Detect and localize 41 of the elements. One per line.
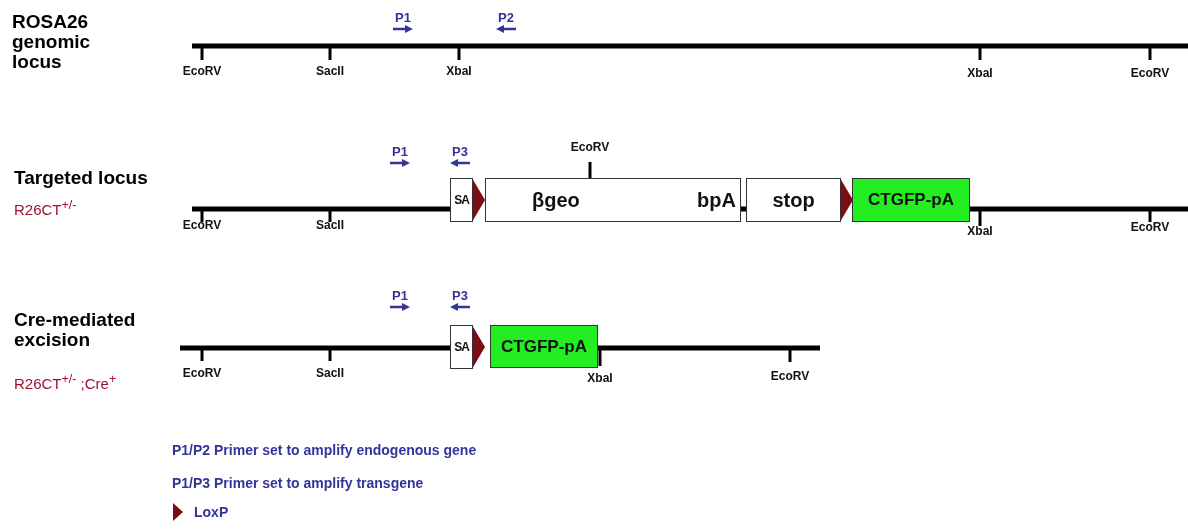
restriction-site-label: SacII (316, 218, 344, 232)
restriction-site-label: SacII (316, 366, 344, 380)
element-name: SA (454, 340, 469, 354)
element-name: CTGFP-pA (501, 336, 587, 357)
restriction-site-label: XbaI (967, 224, 993, 238)
primer-label: P1 (392, 288, 408, 303)
legend-text: LoxP (194, 504, 229, 520)
restriction-site-label: EcoRV (1130, 66, 1170, 80)
cassette-box (450, 325, 473, 369)
gene-box (852, 178, 970, 222)
restriction-site-label: XbaI (446, 64, 472, 78)
element-name: βgeo (532, 188, 580, 212)
row-title: Targeted locus (14, 168, 149, 188)
restriction-site-label: EcoRV (182, 366, 222, 380)
gene-box (490, 325, 598, 368)
restriction-site-label: XbaI (967, 66, 993, 80)
genotype-label: R26CT$^{+/-}$ (14, 198, 77, 218)
primer-label: P1 (395, 10, 411, 25)
restriction-site-label: XbaI (587, 371, 613, 385)
restriction-site-label: EcoRV (182, 64, 222, 78)
element-name: stop (772, 188, 815, 212)
genotype-label: R26CT$^{+/-}$ ;Cre$^{+}$ (14, 372, 117, 392)
primer-label: P3 (452, 144, 468, 159)
element-name: CTGFP-pA (868, 190, 954, 210)
row-title: ROSA26 genomic locus (12, 12, 92, 72)
key-text: P1/P2 Primer set to amplify endogenous gene (172, 442, 477, 458)
key-text: P1/P3 Primer set to amplify transgene (172, 475, 424, 491)
primer-label: P3 (452, 288, 468, 303)
cassette-box (746, 178, 841, 222)
element-name: bpA (697, 188, 736, 212)
cassette-box (485, 178, 741, 222)
restriction-site-label: SacII (316, 64, 344, 78)
primer-label: P1 (392, 144, 408, 159)
restriction-site-label: EcoRV (570, 140, 610, 154)
cassette-box (450, 178, 473, 222)
primer-label: P2 (498, 10, 514, 25)
restriction-site-label: EcoRV (182, 218, 222, 232)
row-title: Cre-mediated excision (14, 310, 137, 350)
element-name: SA (454, 193, 469, 207)
restriction-site-label: EcoRV (770, 369, 810, 383)
restriction-site-label: EcoRV (1130, 220, 1170, 234)
